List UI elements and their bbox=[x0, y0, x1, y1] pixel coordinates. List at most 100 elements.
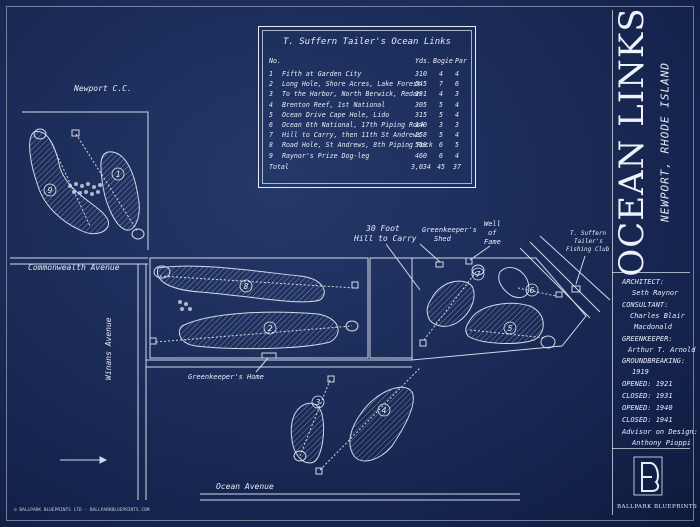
hill-label-2: Hill to Carry bbox=[354, 234, 417, 243]
architect-label: ARCHITECT: bbox=[622, 278, 665, 286]
consultant-value-1: Charles Blair bbox=[630, 312, 685, 320]
hole-5-line bbox=[469, 329, 547, 339]
opened-1940: OPENED: 1940 bbox=[622, 404, 673, 412]
fishing-label-3: Fishing Club bbox=[566, 246, 610, 253]
hole-bogie: 5 bbox=[439, 110, 443, 119]
hole-yds: 305 bbox=[415, 100, 427, 109]
hole-8-bunkers bbox=[178, 300, 192, 311]
hole-par: 4 bbox=[455, 110, 459, 119]
greenkeepers-home bbox=[261, 352, 277, 359]
hole-7-green bbox=[471, 264, 485, 276]
hole-yds: 191 bbox=[415, 90, 427, 99]
hole-name: Long Hole, Shore Acres, Lake Forest bbox=[282, 80, 421, 89]
hole-number: 8 bbox=[244, 282, 249, 291]
hole-4-marker: 4 bbox=[377, 403, 391, 417]
greenkeeper-value: Arthur T. Arnold bbox=[628, 346, 696, 354]
poster-title: OCEAN LINKS bbox=[612, 6, 652, 277]
hole-2-tee bbox=[149, 337, 157, 345]
well-label-1: Well bbox=[484, 220, 501, 228]
hole-9-green bbox=[33, 128, 47, 140]
home-leader bbox=[255, 357, 269, 373]
header-yds: Yds. bbox=[415, 57, 431, 65]
hole-yds: 545 bbox=[415, 80, 427, 89]
hole-no: 6 bbox=[269, 121, 273, 129]
hole-name: Fifth at Garden City bbox=[282, 70, 362, 78]
parcel-east bbox=[411, 257, 587, 361]
well-label-2: of bbox=[488, 229, 497, 237]
hole-par: 3 bbox=[455, 121, 459, 129]
hole-2-marker: 2 bbox=[263, 321, 277, 335]
hole-no: 8 bbox=[269, 141, 273, 150]
hole-bogie: 7 bbox=[439, 80, 443, 89]
hole-6-line bbox=[517, 287, 557, 297]
scorecard-header-row: No. Yds. Bogie Par bbox=[269, 57, 467, 68]
hole-6-green bbox=[498, 267, 530, 298]
hole-no: 3 bbox=[269, 90, 273, 99]
hole-no: 5 bbox=[269, 110, 273, 119]
hole-number: 6 bbox=[530, 286, 535, 295]
parcel-middle bbox=[369, 257, 413, 359]
total-par: 37 bbox=[453, 163, 461, 171]
fishing-club-building bbox=[571, 285, 581, 293]
vertical-subtitle: NEWPORT, RHODE ISLAND bbox=[652, 14, 678, 269]
greenkeepers-shed bbox=[435, 261, 444, 268]
fishing-leader bbox=[575, 255, 586, 285]
hole-bogie: 5 bbox=[439, 100, 443, 109]
winans-avenue-label: Winans Avenue bbox=[104, 317, 113, 380]
hole-number: 1 bbox=[116, 170, 121, 179]
hole-7-fairway bbox=[426, 280, 475, 327]
closed-1941: CLOSED: 1941 bbox=[622, 416, 673, 424]
total-label: Total bbox=[269, 163, 289, 171]
hole-8-fairway bbox=[157, 265, 325, 303]
side-panel-border bbox=[612, 10, 613, 515]
greenkeepers-home-label: Greenkeeper's Home bbox=[188, 373, 264, 381]
fishing-label-2: Tailer's bbox=[574, 238, 603, 245]
groundbreaking-label: GROUNDBREAKING: bbox=[622, 357, 686, 365]
hole-7-tee bbox=[419, 339, 427, 347]
scorecard-total-row: Total 3,034 45 37 bbox=[269, 163, 465, 174]
header-no: No. bbox=[269, 57, 281, 65]
shed-label-2: Shed bbox=[434, 235, 451, 243]
total-bogie: 45 bbox=[437, 163, 445, 171]
scorecard-title: T. Suffern Tailer's Ocean Links bbox=[283, 37, 451, 47]
hole-1-fairway bbox=[100, 151, 140, 231]
hole-bogie: 5 bbox=[439, 131, 443, 140]
scorecard-inner-border bbox=[262, 30, 472, 184]
hole-bogie: 6 bbox=[439, 141, 443, 150]
advisor-label: Advisor on Design: bbox=[622, 428, 698, 436]
hole-name: Brenton Reef, 1st National bbox=[282, 100, 386, 109]
hole-number: 4 bbox=[382, 406, 387, 415]
hole-par: 4 bbox=[455, 151, 459, 160]
hole-number: 3 bbox=[315, 398, 321, 407]
hole-no: 2 bbox=[269, 80, 273, 89]
hole-yds: 140 bbox=[415, 121, 427, 129]
newport-cc-boundary bbox=[22, 111, 149, 250]
total-yds: 3,034 bbox=[411, 163, 431, 171]
poster-subtitle: NEWPORT, RHODE ISLAND bbox=[658, 61, 672, 222]
hole-bogie: 3 bbox=[439, 121, 443, 129]
shore-road-2 bbox=[519, 247, 591, 319]
hole-yds: 315 bbox=[415, 110, 427, 119]
consultant-label: CONSULTANT: bbox=[622, 301, 669, 309]
hole-8-green bbox=[153, 265, 171, 279]
hole-bogie: 4 bbox=[439, 90, 443, 99]
header-par: Par bbox=[455, 57, 467, 65]
side-panel-divider bbox=[612, 272, 690, 273]
shore-road-1 bbox=[529, 241, 601, 313]
well-leader bbox=[469, 245, 491, 261]
vertical-title: OCEAN LINKS bbox=[612, 7, 652, 276]
hole-3-green bbox=[293, 450, 307, 462]
hole-6-tee bbox=[555, 291, 563, 298]
hole-1-marker: 1 bbox=[111, 167, 125, 181]
hole-yds: 460 bbox=[415, 151, 427, 160]
ballpark-blueprints-logo bbox=[633, 456, 663, 496]
hole-bogie: 4 bbox=[439, 70, 443, 78]
hole-2-fairway bbox=[178, 311, 339, 350]
